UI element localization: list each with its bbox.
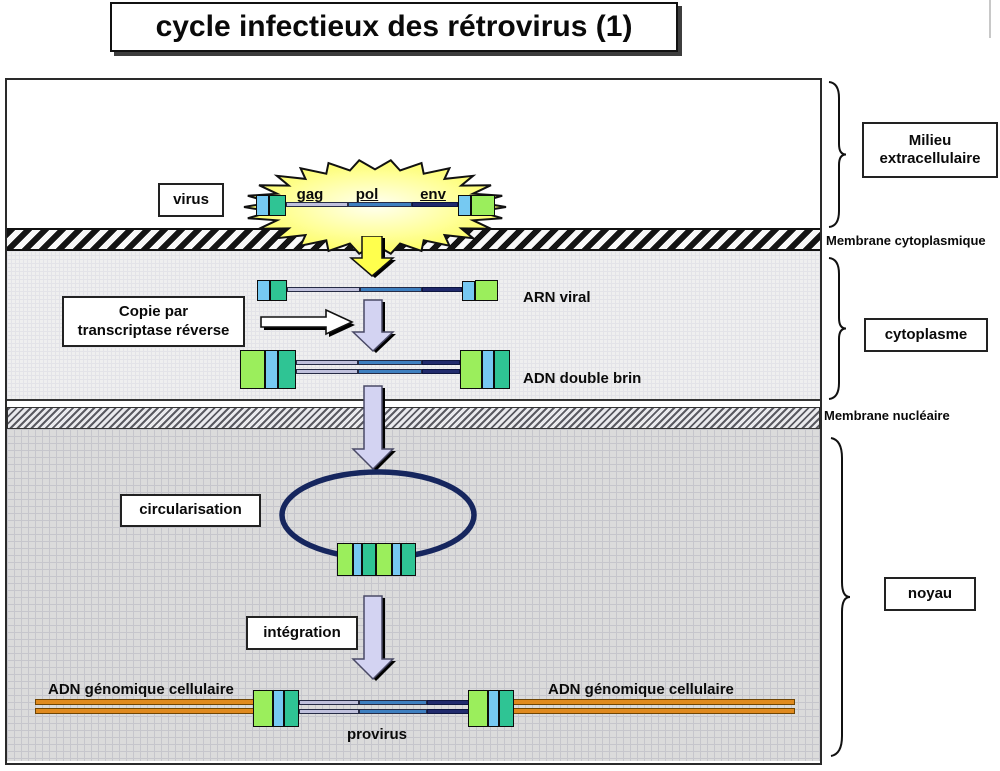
milieu-extracellulaire-box: Milieu extracellulaire xyxy=(862,122,998,178)
page-title-text: cycle infectieux des rétrovirus (1) xyxy=(155,10,633,43)
adn-double-brin-label: ADN double brin xyxy=(523,370,642,387)
arn-block xyxy=(257,280,270,301)
arn-viral-label: ARN viral xyxy=(523,289,591,306)
adn-block xyxy=(265,350,278,389)
adn-block xyxy=(460,350,482,389)
provirus-segment xyxy=(299,709,359,714)
circle-block xyxy=(362,543,376,576)
reverse-transcription-line1: Copie par xyxy=(118,303,189,321)
down-arrow-icon xyxy=(351,385,396,471)
provirus-segment xyxy=(359,709,427,714)
cytoplasme-label: cytoplasme xyxy=(884,325,968,343)
down-arrow-icon xyxy=(351,595,396,681)
virus-starburst xyxy=(243,159,507,255)
virus-label-box: virus xyxy=(158,183,224,217)
arn-segment xyxy=(422,287,462,292)
adn-segment xyxy=(422,369,460,374)
virus-genome-block xyxy=(458,195,471,216)
membrane-gap xyxy=(7,401,820,407)
circle-block xyxy=(401,543,416,576)
genomic-dna-strand xyxy=(35,699,256,705)
cytoplasme-box: cytoplasme xyxy=(864,318,988,352)
provirus-segment xyxy=(427,709,470,714)
milieu-line1: Milieu xyxy=(908,131,952,149)
adn-block xyxy=(240,350,265,389)
membrane-cytoplasmique-label: Membrane cytoplasmique xyxy=(826,233,986,248)
circularisation-box: circularisation xyxy=(120,494,261,527)
down-arrow-icon xyxy=(351,299,396,353)
reverse-transcription-line2: transcriptase réverse xyxy=(77,321,230,339)
genomic-dna-strand xyxy=(35,708,256,714)
brace-cytoplasme xyxy=(828,257,847,400)
membrane-nucleaire-bar xyxy=(7,407,820,429)
adn-block xyxy=(494,350,510,389)
provirus-segment xyxy=(427,700,470,705)
virus-genome-segment xyxy=(286,202,348,207)
circle-block xyxy=(376,543,392,576)
corner-line xyxy=(989,0,991,38)
provirus-block xyxy=(253,690,273,727)
provirus-block xyxy=(284,690,299,727)
circle-block xyxy=(353,543,362,576)
circularisation-label: circularisation xyxy=(139,501,242,519)
provirus-block xyxy=(273,690,284,727)
adn-genomique-label-right: ADN génomique cellulaire xyxy=(548,681,734,698)
provirus-block xyxy=(499,690,514,727)
region-noyau xyxy=(7,429,820,761)
integration-box: intégration xyxy=(246,616,358,650)
brace-noyau xyxy=(830,437,851,757)
virus-label: virus xyxy=(173,190,209,208)
brace-milieu xyxy=(828,81,847,228)
genomic-dna-strand xyxy=(510,699,795,705)
gene-label-pol: pol xyxy=(355,186,379,203)
provirus-segment xyxy=(299,700,359,705)
membrane-nucleaire-label: Membrane nucléaire xyxy=(824,408,950,423)
noyau-box: noyau xyxy=(884,577,976,611)
provirus-block xyxy=(488,690,499,727)
integration-label: intégration xyxy=(263,623,341,641)
process-arrow-icon xyxy=(260,308,355,337)
arn-block xyxy=(270,280,287,301)
circle-block xyxy=(392,543,401,576)
provirus-block xyxy=(468,690,488,727)
adn-block xyxy=(278,350,296,389)
virus-genome-block xyxy=(471,195,495,216)
adn-segment xyxy=(358,360,422,365)
provirus-segment xyxy=(359,700,427,705)
circle-block xyxy=(337,543,353,576)
adn-segment xyxy=(296,360,358,365)
provirus-label: provirus xyxy=(347,726,408,743)
virus-genome-segment xyxy=(348,202,412,207)
virus-genome-block xyxy=(269,195,286,216)
adn-genomique-label-left: ADN génomique cellulaire xyxy=(48,681,234,698)
arn-segment xyxy=(287,287,360,292)
adn-segment xyxy=(296,369,358,374)
gene-label-env: env xyxy=(420,186,446,203)
arn-block xyxy=(462,281,475,301)
page-title: cycle infectieux des rétrovirus (1) xyxy=(110,2,678,52)
adn-segment xyxy=(422,360,460,365)
entry-arrow-icon xyxy=(348,236,396,278)
noyau-label: noyau xyxy=(907,584,953,602)
milieu-line2: extracellulaire xyxy=(879,150,981,167)
reverse-transcription-box: Copie par transcriptase réverse xyxy=(62,296,245,347)
arn-segment xyxy=(360,287,422,292)
adn-block xyxy=(482,350,494,389)
arn-block xyxy=(475,280,498,301)
gene-label-gag: gag xyxy=(296,186,324,203)
adn-segment xyxy=(358,369,422,374)
virus-genome-block xyxy=(256,195,269,216)
genomic-dna-strand xyxy=(510,708,795,714)
virus-genome-segment xyxy=(412,202,458,207)
